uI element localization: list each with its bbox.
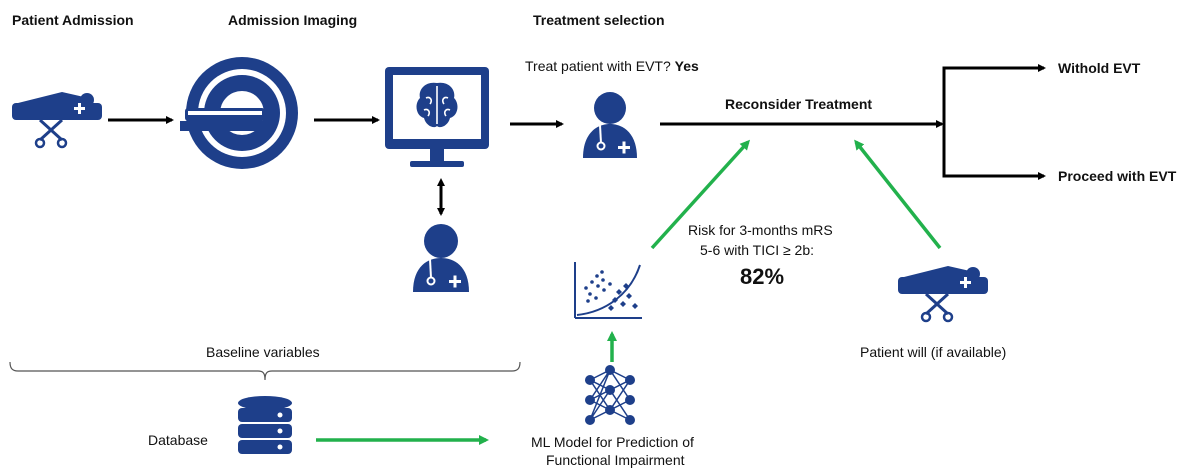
patient-will-label: Patient will (if available) bbox=[860, 344, 1007, 360]
treat-question-prefix: Treat patient with EVT? bbox=[525, 58, 671, 74]
ml-model-label-line1: ML Model for Prediction of bbox=[531, 434, 694, 450]
baseline-variables-label: Baseline variables bbox=[206, 344, 320, 360]
scatter-plot-icon bbox=[574, 262, 642, 319]
database-label: Database bbox=[148, 432, 208, 448]
risk-value: 82% bbox=[740, 264, 785, 289]
mri-scanner-icon bbox=[180, 57, 298, 169]
treating-doctor-icon bbox=[583, 92, 637, 158]
withhold-evt-label: Withold EVT bbox=[1058, 60, 1141, 76]
arrow-risk-to-reconsider bbox=[650, 139, 751, 250]
baseline-variables-brace bbox=[9, 361, 521, 381]
header-treatment-selection: Treatment selection bbox=[533, 12, 665, 28]
risk-line2: 5-6 with TICI ≥ 2b: bbox=[700, 242, 815, 258]
stretcher-icon bbox=[12, 92, 102, 149]
proceed-evt-label: Proceed with EVT bbox=[1058, 168, 1177, 184]
arrow-to-proceed-evt bbox=[942, 124, 1046, 180]
ml-model-label-line2: Functional Impairment bbox=[546, 452, 685, 468]
arrow-patient-will-to-reconsider bbox=[854, 139, 942, 250]
monitor-brain-icon bbox=[385, 67, 489, 167]
treat-question-answer: Yes bbox=[674, 58, 699, 74]
patient-stretcher-icon bbox=[898, 266, 988, 323]
header-admission-imaging: Admission Imaging bbox=[228, 12, 358, 28]
arrow-to-withhold-evt bbox=[942, 64, 1046, 124]
risk-line1: Risk for 3-months mRS bbox=[688, 222, 833, 238]
doctor-icon bbox=[413, 224, 469, 292]
neural-network-icon bbox=[585, 365, 635, 425]
header-patient-admission: Patient Admission bbox=[12, 12, 134, 28]
treat-question: Treat patient with EVT? Yes bbox=[525, 58, 699, 74]
reconsider-treatment-label: Reconsider Treatment bbox=[725, 96, 873, 112]
database-icon bbox=[238, 396, 292, 454]
